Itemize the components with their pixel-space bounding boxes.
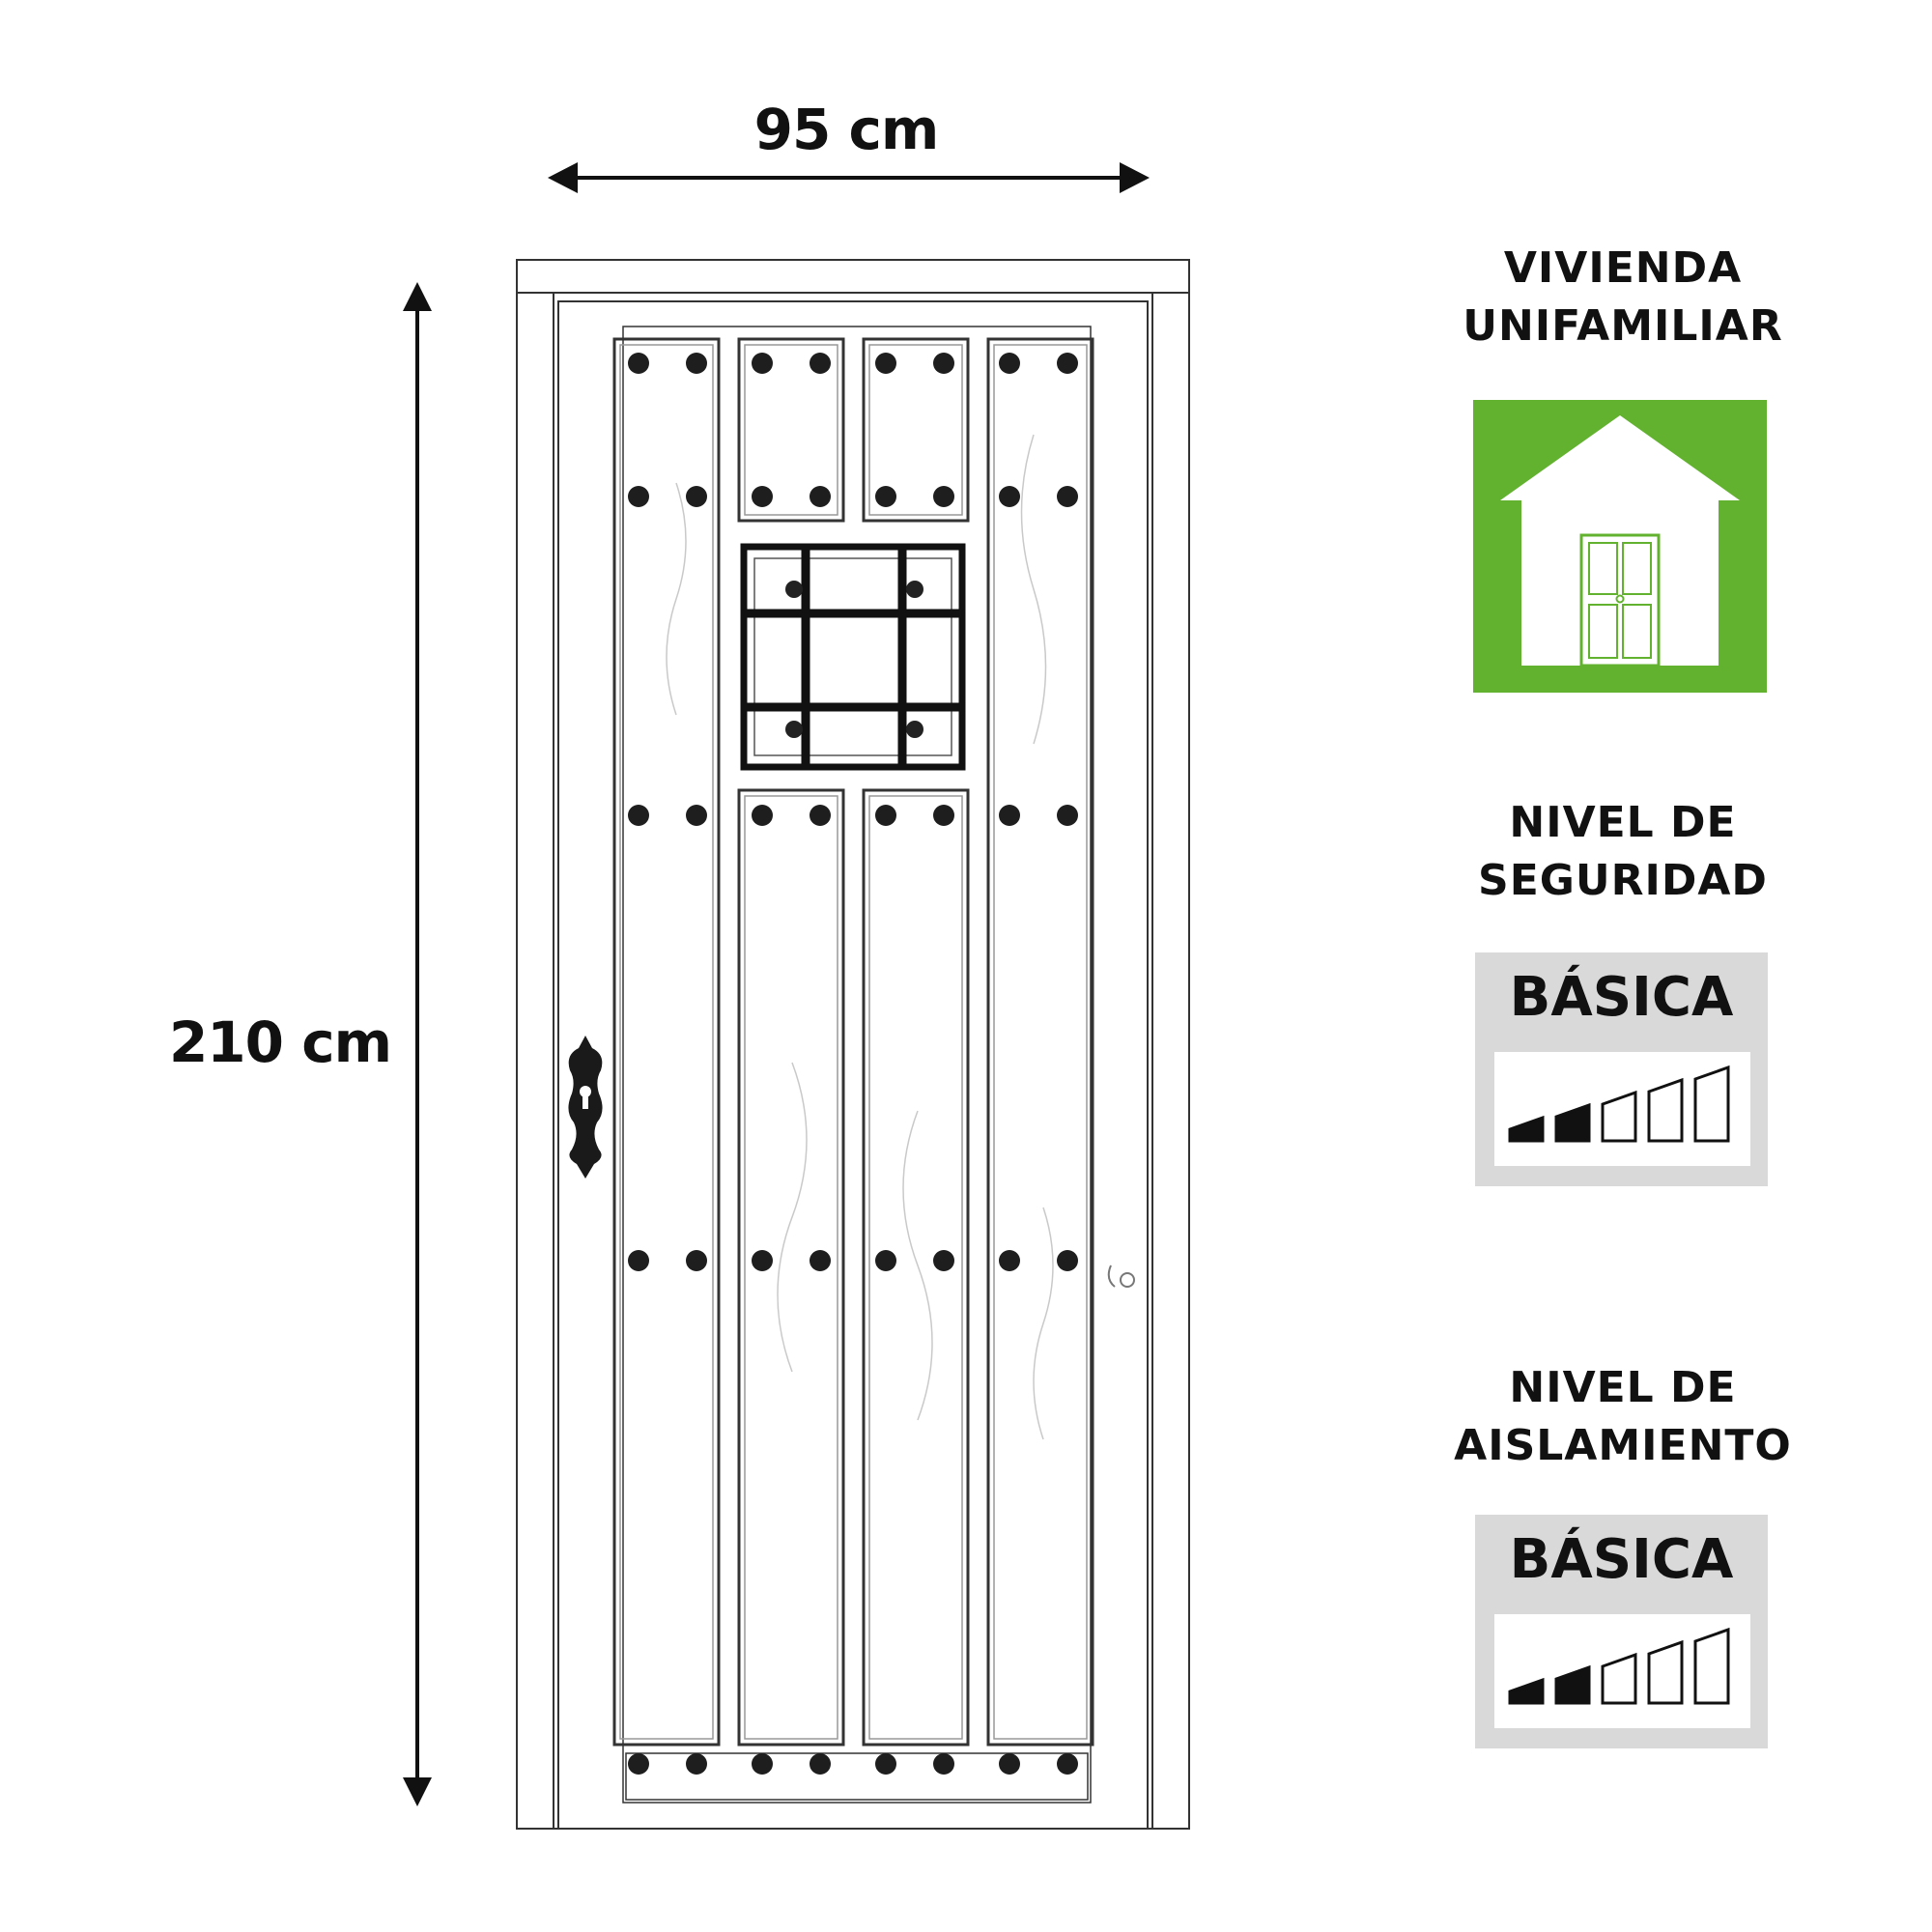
stud-nail-icon: [999, 1250, 1020, 1271]
stud-nail-icon: [999, 805, 1020, 826]
width-dimension-label: 95 cm: [753, 97, 940, 162]
security-level-label: BÁSICA: [1509, 966, 1734, 1029]
insulation-level-step: [1601, 1652, 1637, 1705]
security-level-panel: BÁSICA: [1475, 952, 1768, 1186]
security-level-step: [1601, 1090, 1637, 1143]
housing-title-line2: UNIFAMILIAR: [1463, 301, 1783, 351]
security-level-meter-frame: [1494, 1052, 1750, 1166]
housing-title-line1: VIVIENDA: [1503, 243, 1743, 293]
stud-nail-icon: [933, 1753, 954, 1775]
stud-nail-icon: [875, 353, 896, 374]
stud-nail-icon: [752, 1753, 773, 1775]
stud-nail-icon: [810, 1753, 831, 1775]
stud-nail-icon: [933, 353, 954, 374]
stud-nail-icon: [686, 353, 707, 374]
security-title-line1: NIVEL DE: [1509, 798, 1737, 847]
stud-nail-icon: [628, 1753, 649, 1775]
stud-nails: [628, 353, 1078, 1775]
stud-nail-icon: [628, 353, 649, 374]
height-dimension-label: 210 cm: [168, 1009, 392, 1075]
stud-nail-icon: [810, 1250, 831, 1271]
stud-nail-icon: [628, 805, 649, 826]
stud-nail-icon: [933, 486, 954, 507]
security-title-line2: SEGURIDAD: [1478, 856, 1768, 905]
insulation-level-step: [1554, 1664, 1591, 1705]
door-drawing: [403, 162, 1190, 1830]
stud-nail-icon: [752, 486, 773, 507]
height-dimension-arrow: [403, 282, 432, 1806]
security-level-step: [1693, 1065, 1730, 1143]
house-icon: [1500, 415, 1740, 668]
security-level-step: [1508, 1115, 1545, 1143]
stud-nail-icon: [686, 1250, 707, 1271]
security-level-step: [1647, 1077, 1684, 1143]
stud-nail-icon: [933, 1250, 954, 1271]
security-level-step: [1554, 1102, 1591, 1143]
stud-nail-icon: [752, 805, 773, 826]
stud-nail-icon: [686, 1753, 707, 1775]
stud-nail-icon: [875, 1753, 896, 1775]
stud-nail-icon: [1057, 1753, 1078, 1775]
insulation-title-line1: NIVEL DE: [1509, 1363, 1737, 1412]
lock-escutcheon-icon: [568, 1036, 603, 1179]
insulation-level-step: [1647, 1639, 1684, 1705]
stud-nail-icon: [999, 353, 1020, 374]
stud-nail-icon: [1057, 805, 1078, 826]
security-level-title: NIVEL DE SEGURIDAD: [1352, 794, 1893, 910]
insulation-level-panel: BÁSICA: [1475, 1515, 1768, 1748]
housing-type-title: VIVIENDA UNIFAMILIAR: [1352, 240, 1893, 355]
insulation-level-step: [1508, 1677, 1545, 1705]
stud-nail-icon: [628, 486, 649, 507]
stud-nail-icon: [752, 1250, 773, 1271]
stud-nail-icon: [999, 1753, 1020, 1775]
stud-nail-icon: [628, 1250, 649, 1271]
stud-nail-icon: [810, 353, 831, 374]
stud-nail-icon: [752, 353, 773, 374]
insulation-level-step: [1693, 1627, 1730, 1705]
stud-nail-icon: [810, 805, 831, 826]
stud-nail-icon: [933, 805, 954, 826]
insulation-level-meter: [1508, 1627, 1730, 1705]
insulation-title-line2: AISLAMIENTO: [1454, 1421, 1792, 1470]
stud-nail-icon: [1057, 353, 1078, 374]
stud-nail-icon: [875, 1250, 896, 1271]
insulation-level-meter-frame: [1494, 1614, 1750, 1728]
width-dimension-arrow: [548, 162, 1150, 193]
stud-nail-icon: [686, 486, 707, 507]
door-panels: [612, 337, 1094, 1747]
house-badge: [1473, 400, 1767, 693]
stud-nail-icon: [999, 486, 1020, 507]
peephole-grille-icon: [740, 543, 966, 771]
stud-nail-icon: [1057, 1250, 1078, 1271]
stud-nail-icon: [810, 486, 831, 507]
insulation-level-title: NIVEL DE AISLAMIENTO: [1352, 1359, 1893, 1475]
stud-nail-icon: [686, 805, 707, 826]
door-frame-icon: [516, 259, 1190, 1830]
security-level-meter: [1508, 1065, 1730, 1143]
stud-nail-icon: [875, 805, 896, 826]
insulation-level-label: BÁSICA: [1509, 1528, 1734, 1591]
stud-nail-icon: [875, 486, 896, 507]
stud-nail-icon: [1057, 486, 1078, 507]
